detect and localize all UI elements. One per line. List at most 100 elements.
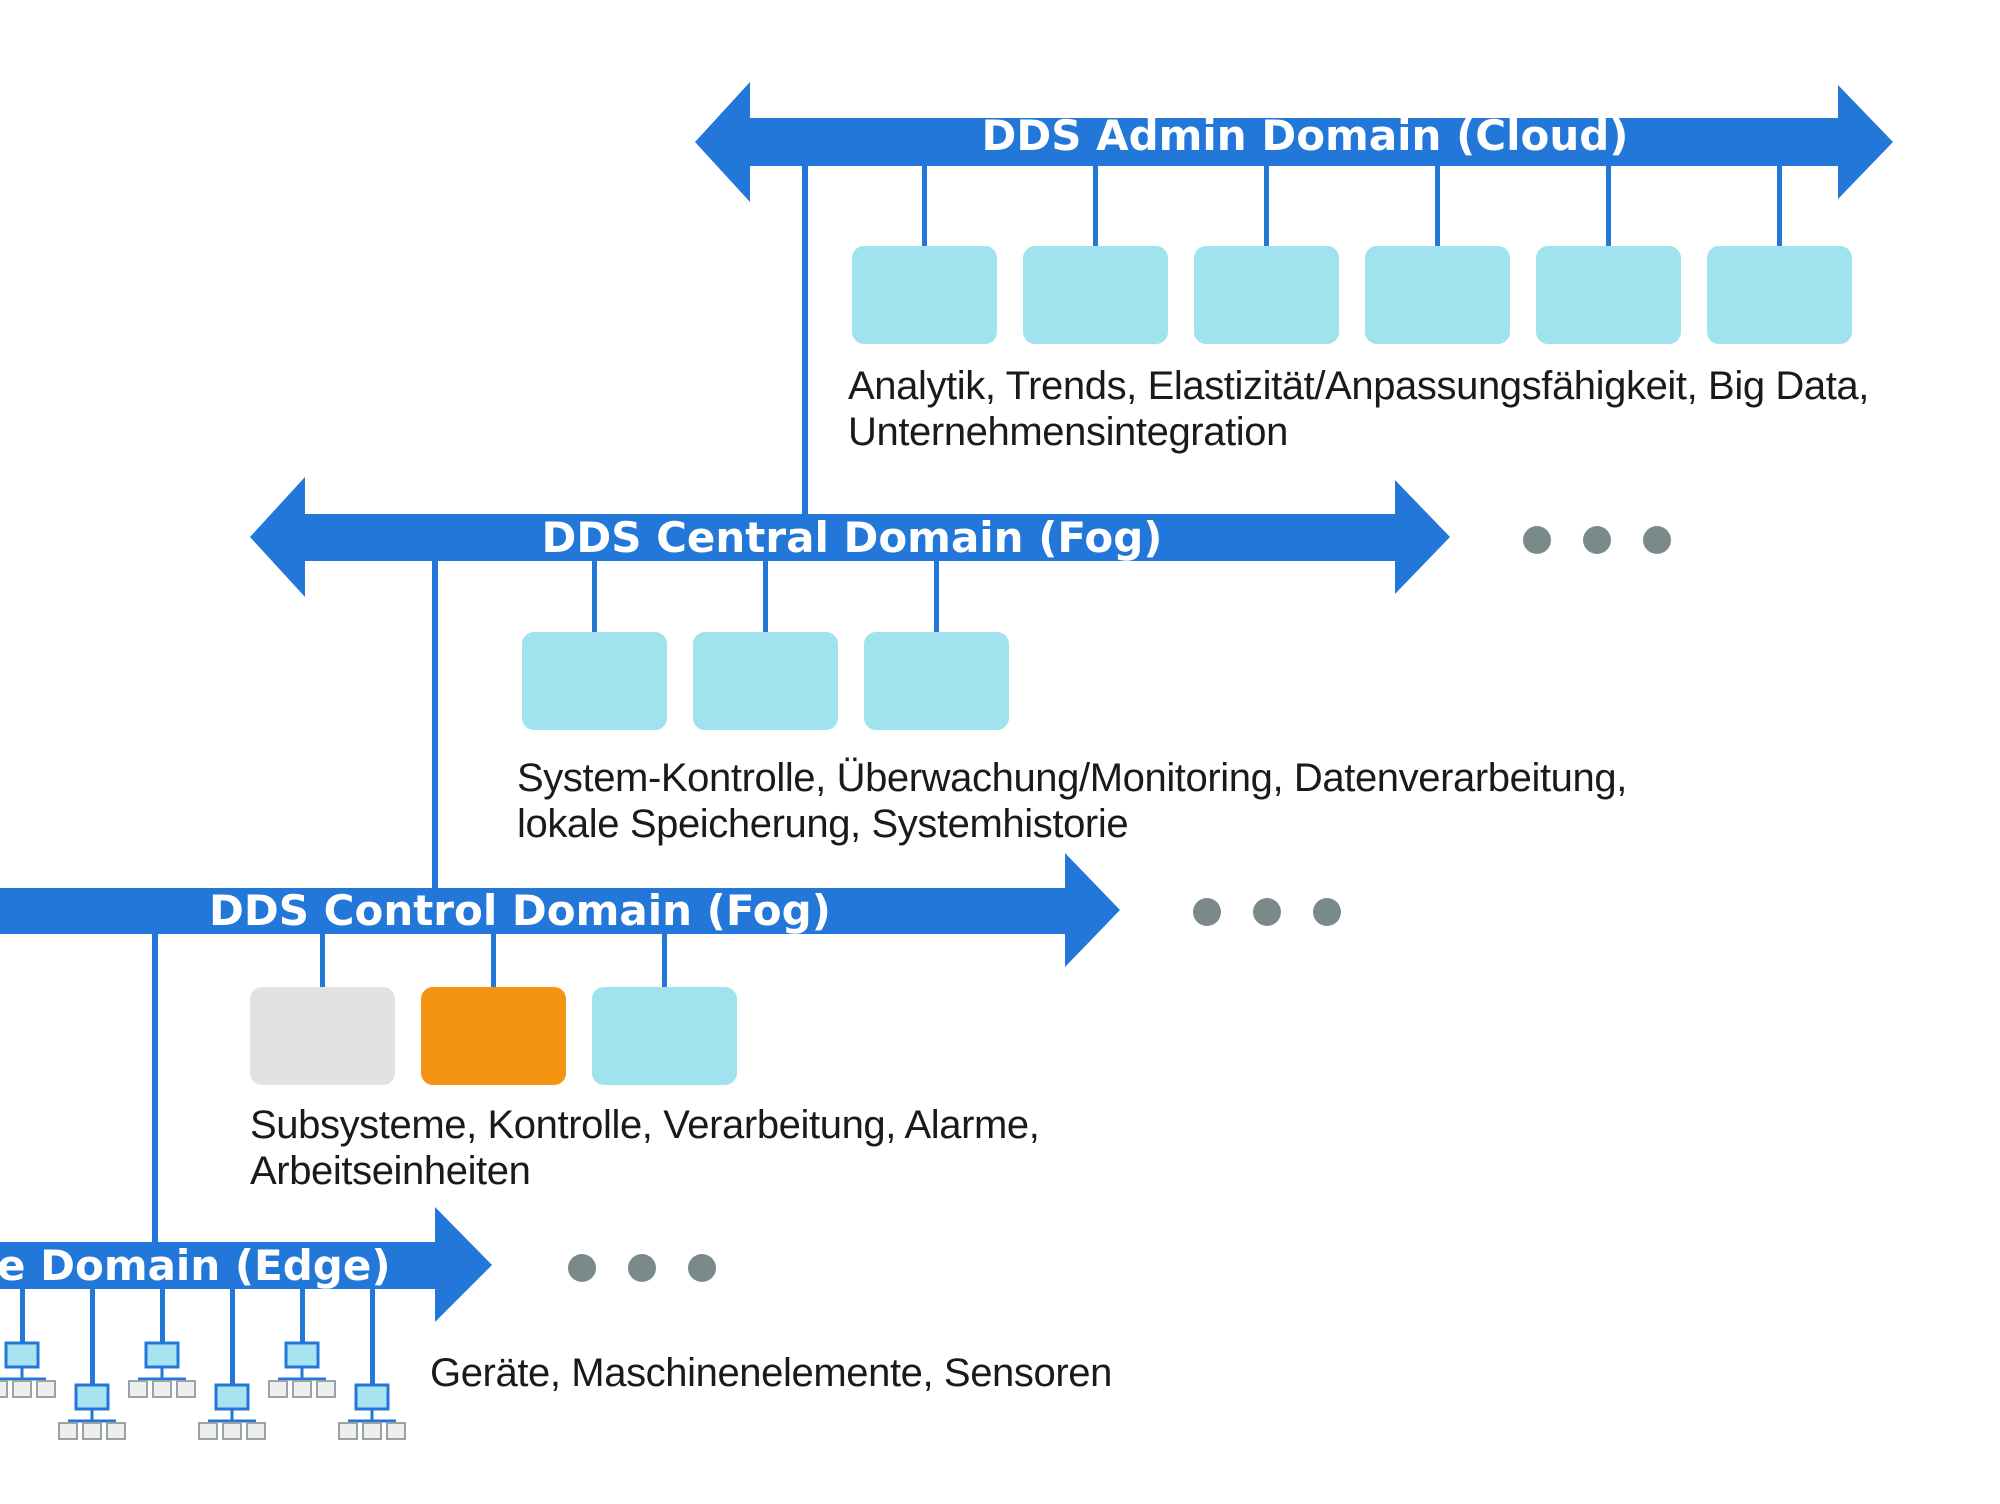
admin-module-box: [1365, 246, 1510, 344]
control-more-dot: [1193, 898, 1221, 926]
continuation-dots: [568, 526, 1671, 1282]
machine-element-icon: [362, 1422, 382, 1440]
central-domain-bus: DDS Central Domain (Fog): [250, 477, 1450, 597]
module-boxes: [250, 166, 1852, 1085]
machine-element-icon: [106, 1422, 126, 1440]
machine-element-icon: [316, 1380, 336, 1398]
admin-module-box: [1023, 246, 1168, 344]
central-module-stem: [592, 561, 597, 632]
sensor-connector: [208, 1409, 256, 1423]
machine-element-icon: [246, 1422, 266, 1440]
machine-element-icon: [0, 1380, 8, 1398]
sensor-connector: [0, 1367, 46, 1381]
control-module-box: [250, 987, 395, 1085]
sensor-icon: [74, 1383, 110, 1411]
admin-domain-title: DDS Admin Domain (Cloud): [981, 111, 1628, 160]
sensor-connector: [278, 1367, 326, 1381]
control-description-line-1: Subsysteme, Kontrolle, Verarbeitung, Ala…: [250, 1103, 1040, 1147]
admin-module-stem: [1435, 166, 1440, 246]
admin-module-box: [1707, 246, 1852, 344]
control-module-stem: [662, 934, 667, 987]
device-stem: [90, 1289, 95, 1385]
admin-module-stem: [922, 166, 927, 246]
central-module-box: [522, 632, 667, 730]
central-domain-description: System-Kontrolle, Überwachung/Monitoring…: [517, 755, 1627, 847]
admin-module-box: [1536, 246, 1681, 344]
sensor-icon: [284, 1341, 320, 1369]
sensor-icon: [4, 1341, 40, 1369]
edge-more-dot: [688, 1254, 716, 1282]
admin-description-line-2: Unternehmensintegration: [848, 410, 1288, 454]
admin-description-line-1: Analytik, Trends, Elastizität/Anpassungs…: [848, 364, 1869, 408]
edge-domain-description: Geräte, Maschinenelemente, Sensoren: [430, 1350, 1112, 1396]
control-module-box: [421, 987, 566, 1085]
machine-element-icon: [176, 1380, 196, 1398]
control-domain-title: DDS Control Domain (Fog): [209, 886, 831, 935]
machine-element-icon: [36, 1380, 56, 1398]
central-more-dot: [1523, 526, 1551, 554]
domain-links: [152, 166, 808, 1244]
control-edge-link: [152, 934, 158, 1244]
sensor-icon: [354, 1383, 390, 1411]
control-domain-description: Subsysteme, Kontrolle, Verarbeitung, Ala…: [250, 1102, 1040, 1194]
machine-element-icon: [12, 1380, 32, 1398]
admin-module-box: [1194, 246, 1339, 344]
central-module-box: [693, 632, 838, 730]
edge-description-line-1: Geräte, Maschinenelemente, Sensoren: [430, 1351, 1112, 1395]
central-module-stem: [934, 561, 939, 632]
central-bus-arrow: [250, 477, 1450, 597]
sensor-connector: [348, 1409, 396, 1423]
central-description-line-1: System-Kontrolle, Überwachung/Monitoring…: [517, 756, 1627, 800]
central-more-dot: [1643, 526, 1671, 554]
admin-module-stem: [1093, 166, 1098, 246]
device-stem: [370, 1289, 375, 1385]
machine-element-icon: [128, 1380, 148, 1398]
device-stem: [300, 1289, 305, 1343]
edge-more-dot: [628, 1254, 656, 1282]
control-module-stem: [320, 934, 325, 987]
machine-element-icon: [338, 1422, 358, 1440]
machine-element-icon: [268, 1380, 288, 1398]
edge-more-dot: [568, 1254, 596, 1282]
edge-devices: [0, 1289, 406, 1440]
device-stem: [20, 1289, 25, 1343]
control-more-dot: [1253, 898, 1281, 926]
admin-module-stem: [1264, 166, 1269, 246]
control-bus-arrow: [0, 853, 1120, 967]
sensor-connector: [68, 1409, 116, 1423]
edge-domain-title: e Domain (Edge): [0, 1241, 391, 1290]
machine-element-icon: [198, 1422, 218, 1440]
central-module-box: [864, 632, 1009, 730]
central-more-dot: [1583, 526, 1611, 554]
central-module-stem: [763, 561, 768, 632]
machine-element-icon: [82, 1422, 102, 1440]
control-description-line-2: Arbeitseinheiten: [250, 1149, 531, 1193]
control-more-dot: [1313, 898, 1341, 926]
machine-element-icon: [292, 1380, 312, 1398]
device-stem: [160, 1289, 165, 1343]
edge-domain-bus: e Domain (Edge): [0, 1207, 492, 1322]
machine-element-icon: [58, 1422, 78, 1440]
control-module-stem: [491, 934, 496, 987]
admin-bus-arrow: [695, 82, 1893, 202]
admin-module-stem: [1606, 166, 1611, 246]
machine-element-icon: [222, 1422, 242, 1440]
central-description-line-2: lokale Speicherung, Systemhistorie: [517, 802, 1129, 846]
admin-domain-bus: DDS Admin Domain (Cloud): [695, 82, 1893, 202]
control-module-box: [592, 987, 737, 1085]
device-stem: [230, 1289, 235, 1385]
admin-central-link: [802, 166, 808, 516]
control-domain-bus: DDS Control Domain (Fog): [0, 853, 1120, 967]
sensor-connector: [138, 1367, 186, 1381]
sensor-icon: [144, 1341, 180, 1369]
central-control-link: [432, 561, 438, 890]
sensor-icon: [214, 1383, 250, 1411]
admin-module-box: [852, 246, 997, 344]
central-domain-title: DDS Central Domain (Fog): [542, 513, 1163, 562]
machine-element-icon: [386, 1422, 406, 1440]
admin-module-stem: [1777, 166, 1782, 246]
edge-bus-arrow: [0, 1207, 492, 1322]
admin-domain-description: Analytik, Trends, Elastizität/Anpassungs…: [848, 363, 1869, 455]
